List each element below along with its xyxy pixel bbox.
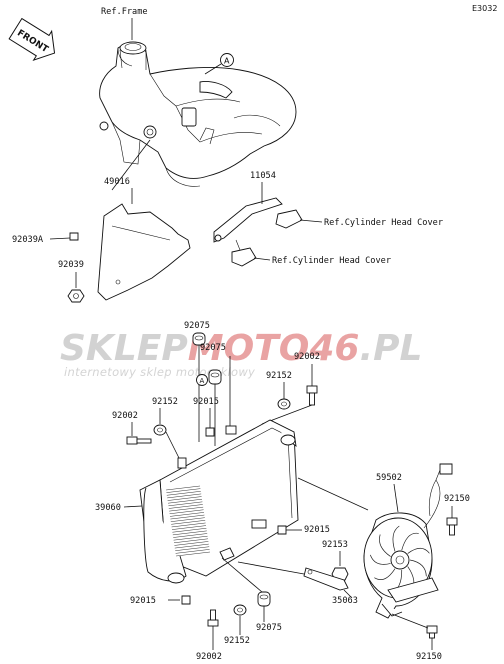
label-92015-a: 92015 xyxy=(193,397,219,407)
bolt-92002-a xyxy=(306,385,318,406)
clip-92015-b xyxy=(277,525,287,535)
collar-92152-a xyxy=(277,398,291,410)
label-92150-b: 92150 xyxy=(416,652,442,662)
fan-blades xyxy=(370,525,430,593)
watermark-part4: .PL xyxy=(359,328,422,369)
label-11054: 11054 xyxy=(250,171,276,181)
callout-a-radiator: A xyxy=(200,377,205,385)
label-92039a: 92039A xyxy=(12,235,44,245)
label-ref-frame: Ref.Frame xyxy=(101,7,148,17)
label-92152-b: 92152 xyxy=(152,397,178,407)
label-39060: 39060 xyxy=(95,503,121,513)
radiator-fins xyxy=(165,485,211,557)
label-92002-b: 92002 xyxy=(112,411,138,421)
label-92015-c: 92015 xyxy=(130,596,156,606)
nut-92153 xyxy=(331,567,349,581)
bolt-92002-b xyxy=(126,436,152,445)
stay-35063 xyxy=(303,567,349,591)
label-92152-c: 92152 xyxy=(224,636,250,646)
label-92075-c: 92075 xyxy=(256,623,282,633)
watermark-part3: 46 xyxy=(308,328,359,369)
bolt-92150-a xyxy=(446,517,458,536)
diagram-code: E3032 xyxy=(472,4,497,13)
shroud-49016 xyxy=(97,203,191,301)
label-92150-a: 92150 xyxy=(444,494,470,504)
frame-drawing: A xyxy=(99,41,297,187)
grommet-92075-c xyxy=(257,591,271,607)
label-35063: 35063 xyxy=(332,596,358,606)
label-92153: 92153 xyxy=(322,540,348,550)
label-92002-a: 92002 xyxy=(294,352,320,362)
bolt-92150-b xyxy=(426,625,438,639)
bolt-92002-c xyxy=(207,609,219,627)
watermark: SKLEPMOTO46.PL internetowy sklep motocyk… xyxy=(60,328,422,379)
collar-92152-c xyxy=(233,604,247,616)
collar-92152-b xyxy=(153,424,167,436)
label-92039: 92039 xyxy=(58,260,84,270)
label-92002-c: 92002 xyxy=(196,652,222,662)
radiator-39060 xyxy=(139,419,299,584)
label-92015-b: 92015 xyxy=(304,525,330,535)
clip-92015-c xyxy=(181,595,191,605)
watermark-part1: SKLEP xyxy=(60,328,188,369)
label-92075-a: 92075 xyxy=(184,321,210,331)
watermark-part2: MOTO xyxy=(188,328,310,369)
grommet-92075-b xyxy=(208,369,222,385)
label-92075-b: 92075 xyxy=(200,343,226,353)
watermark-tagline: internetowy sklep motocyklowy xyxy=(64,365,255,379)
clip-92015-a xyxy=(205,427,215,437)
label-59502: 59502 xyxy=(376,473,402,483)
fan-assembly-59502 xyxy=(363,463,453,619)
label-49016: 49016 xyxy=(104,177,130,187)
label-ref-cylinder-head-cover-2: Ref.Cylinder Head Cover xyxy=(272,256,391,266)
bracket-11054 xyxy=(213,197,303,267)
front-arrow-icon: FRONT xyxy=(8,17,56,61)
label-ref-cylinder-head-cover-1: Ref.Cylinder Head Cover xyxy=(324,218,443,228)
nut-92039 xyxy=(67,289,85,303)
clip-92039a xyxy=(69,232,79,241)
callout-a-frame: A xyxy=(224,57,230,66)
svg-text:SKLEPMOTO46.PL: SKLEPMOTO46.PL xyxy=(60,328,422,369)
label-92152-a: 92152 xyxy=(266,371,292,381)
